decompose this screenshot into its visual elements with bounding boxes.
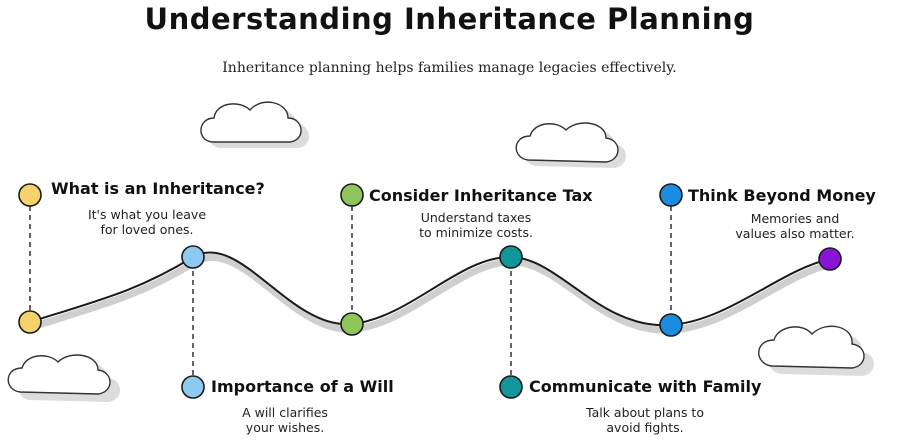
step-5-title: Think Beyond Money (688, 186, 876, 205)
step-3-title: Consider Inheritance Tax (369, 186, 593, 205)
page-title: Understanding Inheritance Planning (144, 2, 755, 36)
step-4-title: Communicate with Family (529, 377, 762, 396)
step-4-description: Talk about plans to avoid fights. (586, 405, 704, 435)
cloud-icon (515, 122, 626, 168)
page-subtitle: Inheritance planning helps families mana… (222, 60, 677, 76)
step-2-wave-marker (181, 245, 205, 269)
cloud-icon (7, 354, 120, 402)
step-2-title: Importance of a Will (211, 377, 394, 396)
step-5-wave-marker (659, 313, 683, 337)
timeline-path (29, 251, 831, 327)
step-3-top-marker (340, 183, 364, 207)
step-3-description: Understand taxes to minimize costs. (419, 210, 533, 240)
step-2-description: A will clarifies your wishes. (242, 405, 328, 435)
cloud-icon (758, 325, 874, 376)
step-3-wave-marker (340, 312, 364, 336)
step-5-description: Memories and values also matter. (735, 211, 855, 241)
timeline-path-shadow (30, 253, 833, 334)
cloud-icon (200, 101, 310, 148)
step-1-wave-marker (18, 310, 42, 334)
step-5-top-marker (659, 183, 683, 207)
step-1-description: It's what you leave for loved ones. (87, 207, 207, 237)
step-4-bottom-marker (499, 375, 523, 399)
step-1-top-marker (18, 183, 42, 207)
end-marker (818, 247, 842, 271)
step-2-bottom-marker (181, 375, 205, 399)
step-1-title: What is an Inheritance? (51, 179, 265, 198)
step-4-wave-marker (499, 245, 523, 269)
